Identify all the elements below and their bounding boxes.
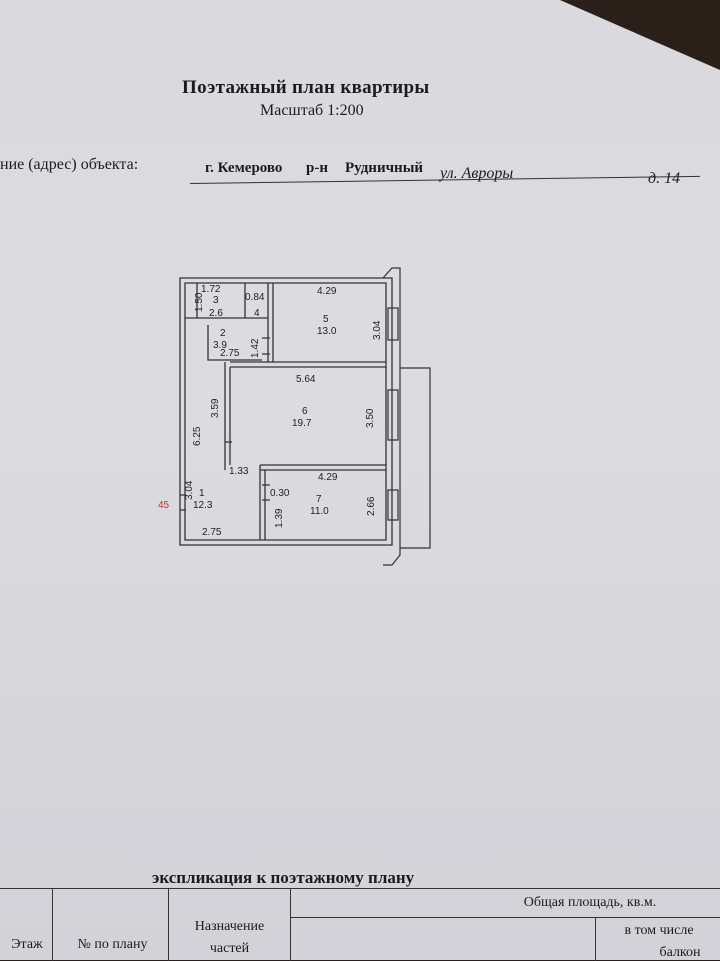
plan-walls [179, 277, 393, 546]
dim-label: 3.04 [184, 480, 195, 500]
table-divider [52, 889, 53, 961]
dim-label: 1.50 [194, 292, 205, 312]
room-area: 2.6 [209, 308, 223, 319]
dim-label: 2.75 [202, 527, 222, 538]
dim-label: 5.64 [296, 374, 316, 385]
dim-label: 1.42 [250, 338, 261, 358]
balcony [400, 367, 431, 549]
table-divider [290, 917, 720, 918]
room-number: 2 [220, 328, 226, 339]
room-number: 7 [316, 494, 322, 505]
col-purpose-header: Назначение [194, 919, 265, 934]
dim-label: 1.72 [201, 284, 221, 295]
dim-label: 6.25 [192, 426, 203, 446]
window [387, 389, 399, 441]
dim-label: 2.66 [366, 496, 377, 516]
dim-label: 4.29 [317, 286, 337, 297]
address-district-abbr: р-н [306, 160, 328, 176]
room-area: 3.9 [213, 340, 227, 351]
outer-wall-right [382, 267, 401, 566]
col-incl-header: в том числе [624, 923, 694, 938]
door-mark [180, 494, 186, 511]
table-divider [168, 889, 169, 961]
dim-label: 3.50 [365, 408, 376, 428]
col-total-area-header: Общая площадь, кв.м. [523, 895, 657, 910]
address-street: ул. Авроры [440, 165, 514, 182]
window [387, 489, 399, 521]
address-label: ние (адрес) объекта: [0, 156, 139, 173]
room-area: 13.0 [317, 326, 337, 337]
table-divider [595, 917, 596, 961]
door-mark [262, 484, 270, 501]
room-area: 19.7 [292, 418, 312, 429]
dim-label: 2.75 [220, 348, 240, 359]
address-house: д. 14 [648, 170, 681, 187]
outer-wall-inner [184, 282, 387, 541]
scale-label: Масштаб 1:200 [260, 102, 364, 119]
room-number: 5 [323, 314, 329, 325]
room-number: 4 [254, 308, 260, 319]
room-area: 12.3 [193, 500, 213, 511]
dim-label: 0.84 [245, 292, 265, 303]
address-city: г. Кемерово [205, 160, 283, 176]
dim-label: 0.30 [270, 488, 290, 499]
col-balcony-header: балкон [659, 945, 701, 960]
table-divider [290, 889, 291, 961]
dim-label: 1.33 [229, 466, 249, 477]
col-floor-header: Этаж [11, 937, 43, 952]
dim-label: 3.59 [210, 398, 221, 418]
col-plan-no-header: № по плану [77, 937, 148, 952]
exterior-right [382, 267, 431, 566]
outer-wall [179, 277, 393, 546]
col-purpose-header-2: частей [209, 941, 250, 956]
address-district: Рудничный [345, 160, 424, 176]
room-number: 3 [213, 295, 219, 306]
plan-dimensions: 1.72 1.50 0.84 4.29 3.04 2.75 1.42 5.64 … [158, 284, 383, 538]
document-title: Поэтажный план квартиры [182, 77, 430, 98]
plan-rooms: 3 2.6 4 2 3.9 5 13.0 6 19.7 1 12.3 7 11.… [193, 295, 337, 517]
explication-table: Этаж № по плану Назначение частей Общая … [0, 888, 720, 961]
dim-label: 1.39 [274, 508, 285, 528]
wall [207, 325, 262, 361]
window [387, 307, 399, 341]
room-number: 6 [302, 406, 308, 417]
dim-label: 45 [158, 500, 170, 511]
dim-label: 4.29 [318, 472, 338, 483]
dim-label: 3.04 [372, 320, 383, 340]
room-area: 11.0 [310, 506, 329, 517]
room-number: 1 [199, 488, 205, 499]
explication-title: экспликация к поэтажному плану [152, 868, 415, 887]
door-mark [262, 337, 270, 355]
